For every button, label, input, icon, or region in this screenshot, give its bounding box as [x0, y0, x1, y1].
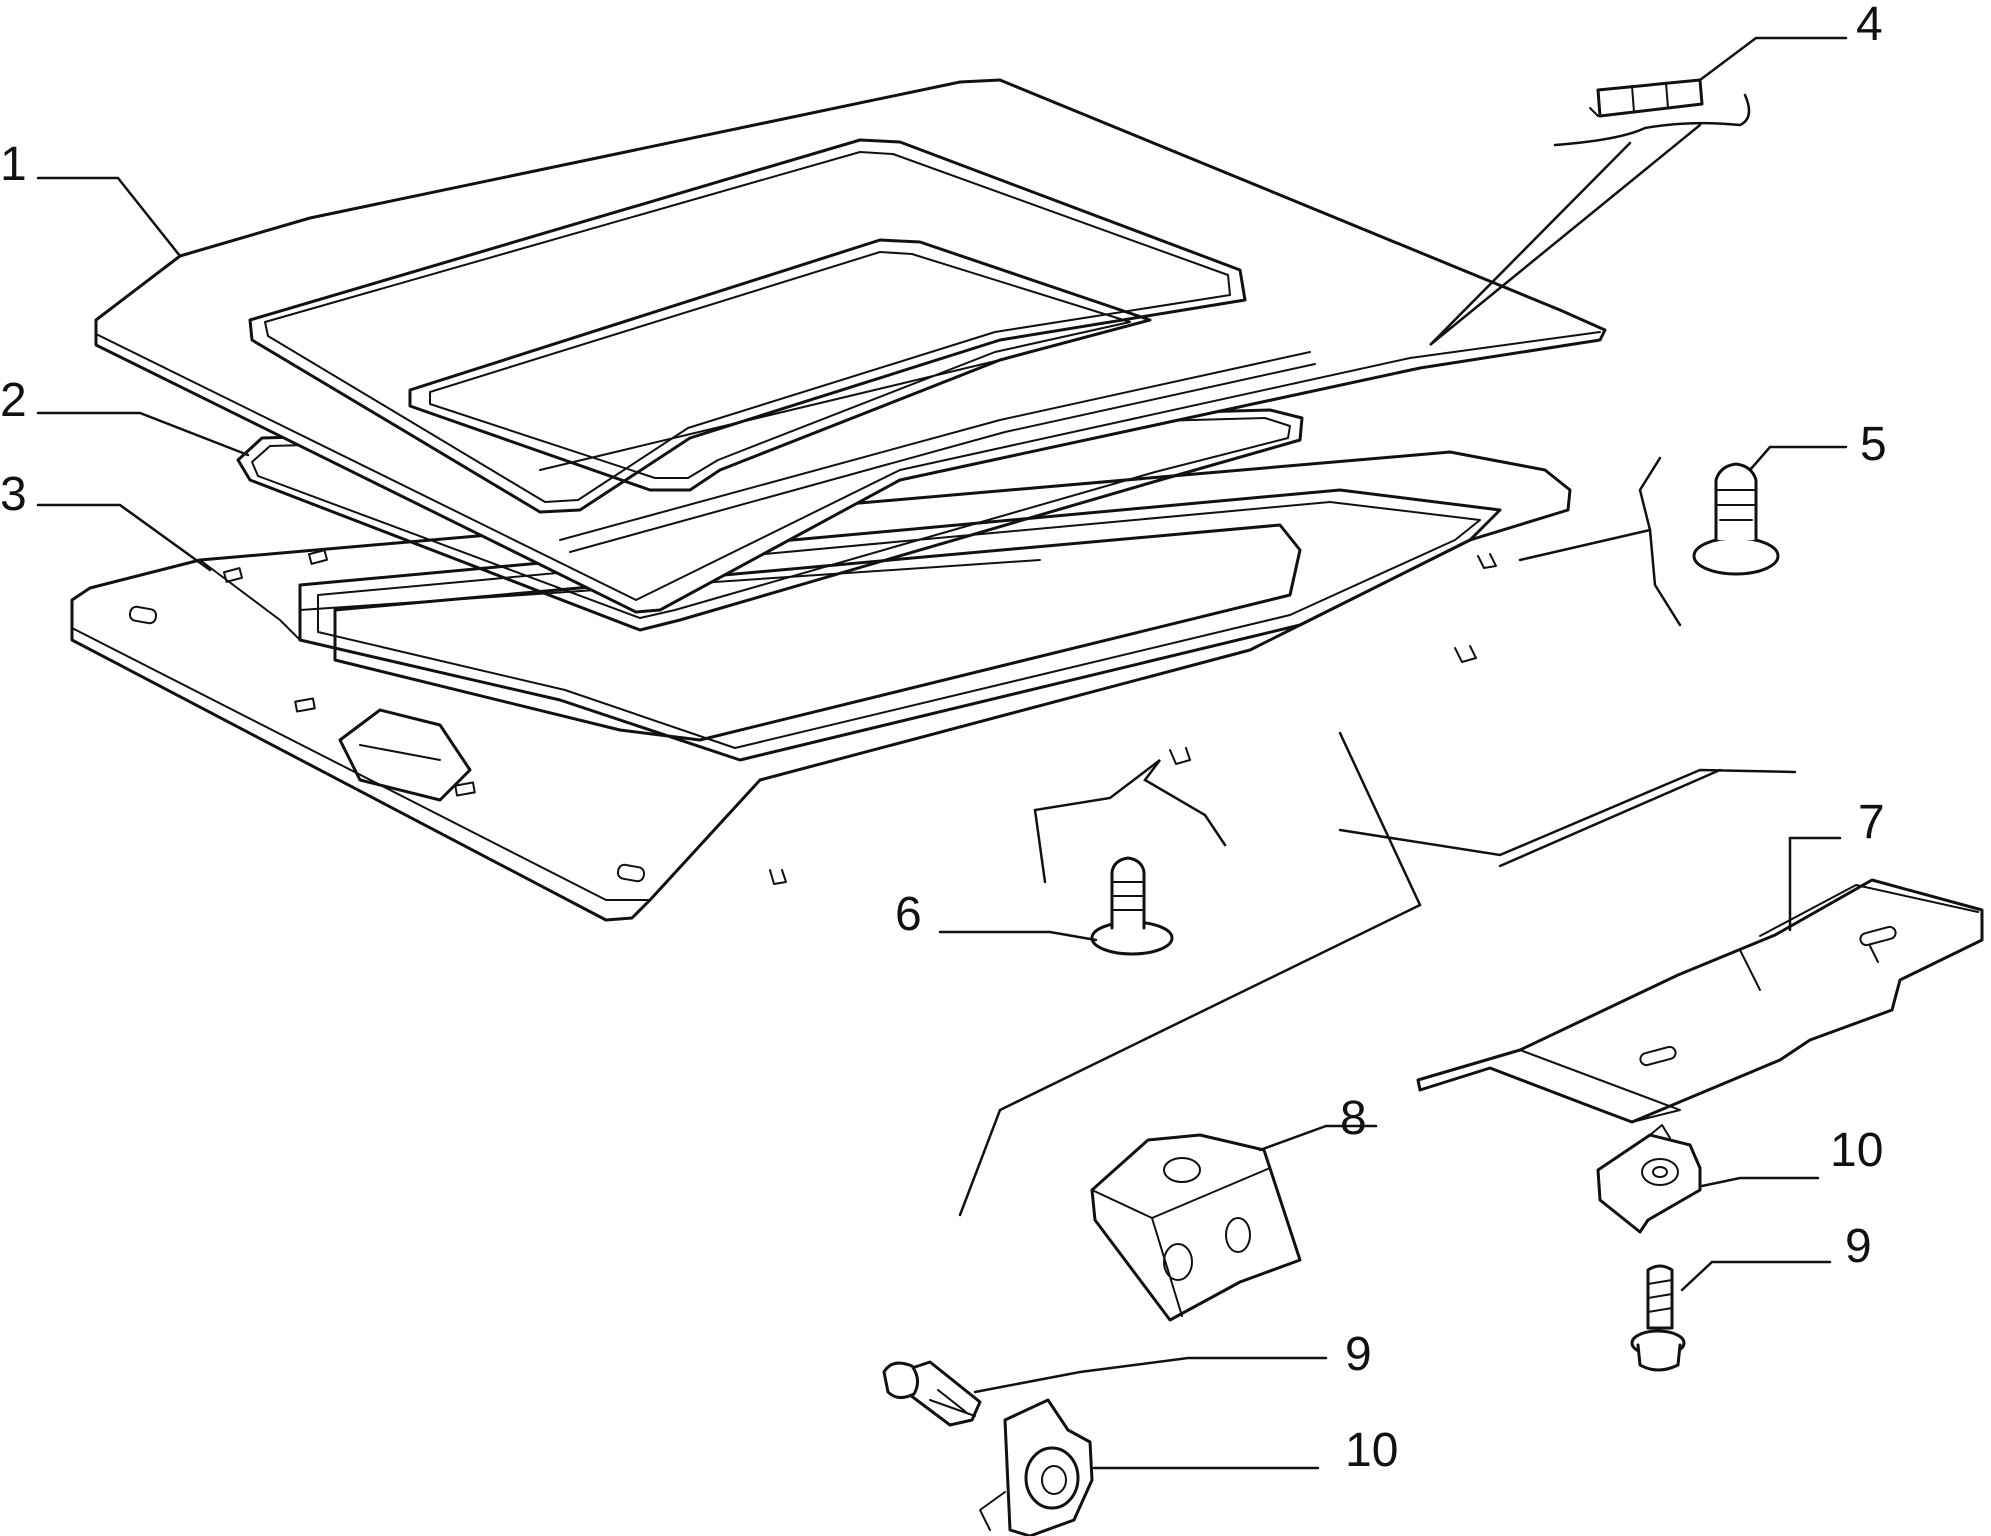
callout-labels: 1 2 3 4 5 6 7 8 9 9 10 10 — [0, 0, 1887, 1477]
callout-leaders — [36, 36, 1848, 1470]
part-10-cage-nut-upper — [1596, 1124, 1702, 1234]
callout-label-8: 8 — [1340, 1092, 1367, 1145]
callout-label-9-lower: 9 — [1345, 1328, 1372, 1381]
part-8-angle-bracket — [1090, 1133, 1302, 1322]
assembly-leader-lines — [958, 731, 1722, 1217]
callout-label-10-lower: 10 — [1345, 1424, 1398, 1477]
part-3-headliner-panel — [70, 450, 1572, 922]
callout-label-10-upper: 10 — [1830, 1124, 1883, 1177]
callout-label-2: 2 — [0, 374, 27, 427]
part-6-screw-fastener — [1033, 759, 1227, 956]
part-10-cage-nut-lower — [979, 1398, 1094, 1536]
part-9-bolt-upper — [1630, 1264, 1686, 1372]
part-9-bolt-lower — [882, 1360, 982, 1427]
callout-label-1: 1 — [0, 138, 27, 191]
callout-label-3: 3 — [0, 468, 27, 521]
part-7-bracket — [1338, 768, 1984, 1124]
callout-label-5: 5 — [1860, 418, 1887, 471]
part-5-push-fastener — [1518, 456, 1780, 627]
callout-label-9-upper: 9 — [1845, 1220, 1872, 1273]
part-1-roof-outer-panel — [94, 78, 1607, 614]
callout-label-6: 6 — [895, 888, 922, 941]
callout-label-7: 7 — [1858, 796, 1885, 849]
part-4-clip — [1429, 78, 1751, 346]
callout-label-4: 4 — [1856, 0, 1883, 51]
